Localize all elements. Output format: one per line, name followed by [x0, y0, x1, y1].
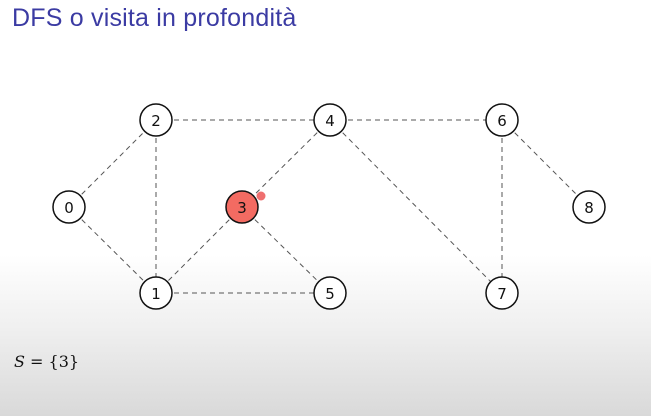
node-7-label: 7: [497, 285, 507, 303]
node-3: 3: [225, 190, 259, 224]
edges-layer: [68, 119, 590, 294]
node-0-label: 0: [64, 199, 74, 217]
set-value: {3}: [48, 352, 80, 371]
node-8-circle: [572, 190, 606, 224]
node-2-label: 2: [151, 112, 161, 130]
edge-0-2: [68, 119, 157, 208]
edge-6-8: [501, 119, 590, 208]
node-8: 8: [572, 190, 606, 224]
node-0: 0: [52, 190, 86, 224]
node-6-label: 6: [497, 112, 507, 130]
node-2: 2: [139, 103, 173, 137]
node-0-circle: [52, 190, 86, 224]
node-1-label: 1: [151, 285, 161, 303]
node-3-label: 3: [237, 199, 247, 217]
node-1-circle: [139, 276, 173, 310]
nodes-layer: 0 1 2 3 4 5 6 7 8: [52, 103, 606, 310]
edge-3-1: [155, 206, 243, 294]
node-5: 5: [313, 276, 347, 310]
node-6-circle: [485, 103, 519, 137]
node-4-label: 4: [325, 112, 335, 130]
edge-0-1: [68, 206, 157, 294]
node-1: 1: [139, 276, 173, 310]
slide-title: DFS o visita in profondità: [12, 4, 297, 32]
visited-set-formula: S = {3}: [14, 352, 79, 371]
edge-4-7: [329, 119, 503, 294]
edge-3-5: [241, 206, 331, 294]
pointer-dot: [256, 191, 266, 201]
node-5-circle: [313, 276, 347, 310]
node-2-circle: [139, 103, 173, 137]
set-equals: =: [24, 352, 49, 371]
node-8-label: 8: [584, 199, 594, 217]
node-5-label: 5: [325, 285, 335, 303]
node-6: 6: [485, 103, 519, 137]
node-7: 7: [485, 276, 519, 310]
node-7-circle: [485, 276, 519, 310]
edge-4-3: [241, 119, 331, 208]
node-4: 4: [313, 103, 347, 137]
set-variable: S: [14, 352, 25, 371]
node-3-circle: [225, 190, 259, 224]
node-4-circle: [313, 103, 347, 137]
